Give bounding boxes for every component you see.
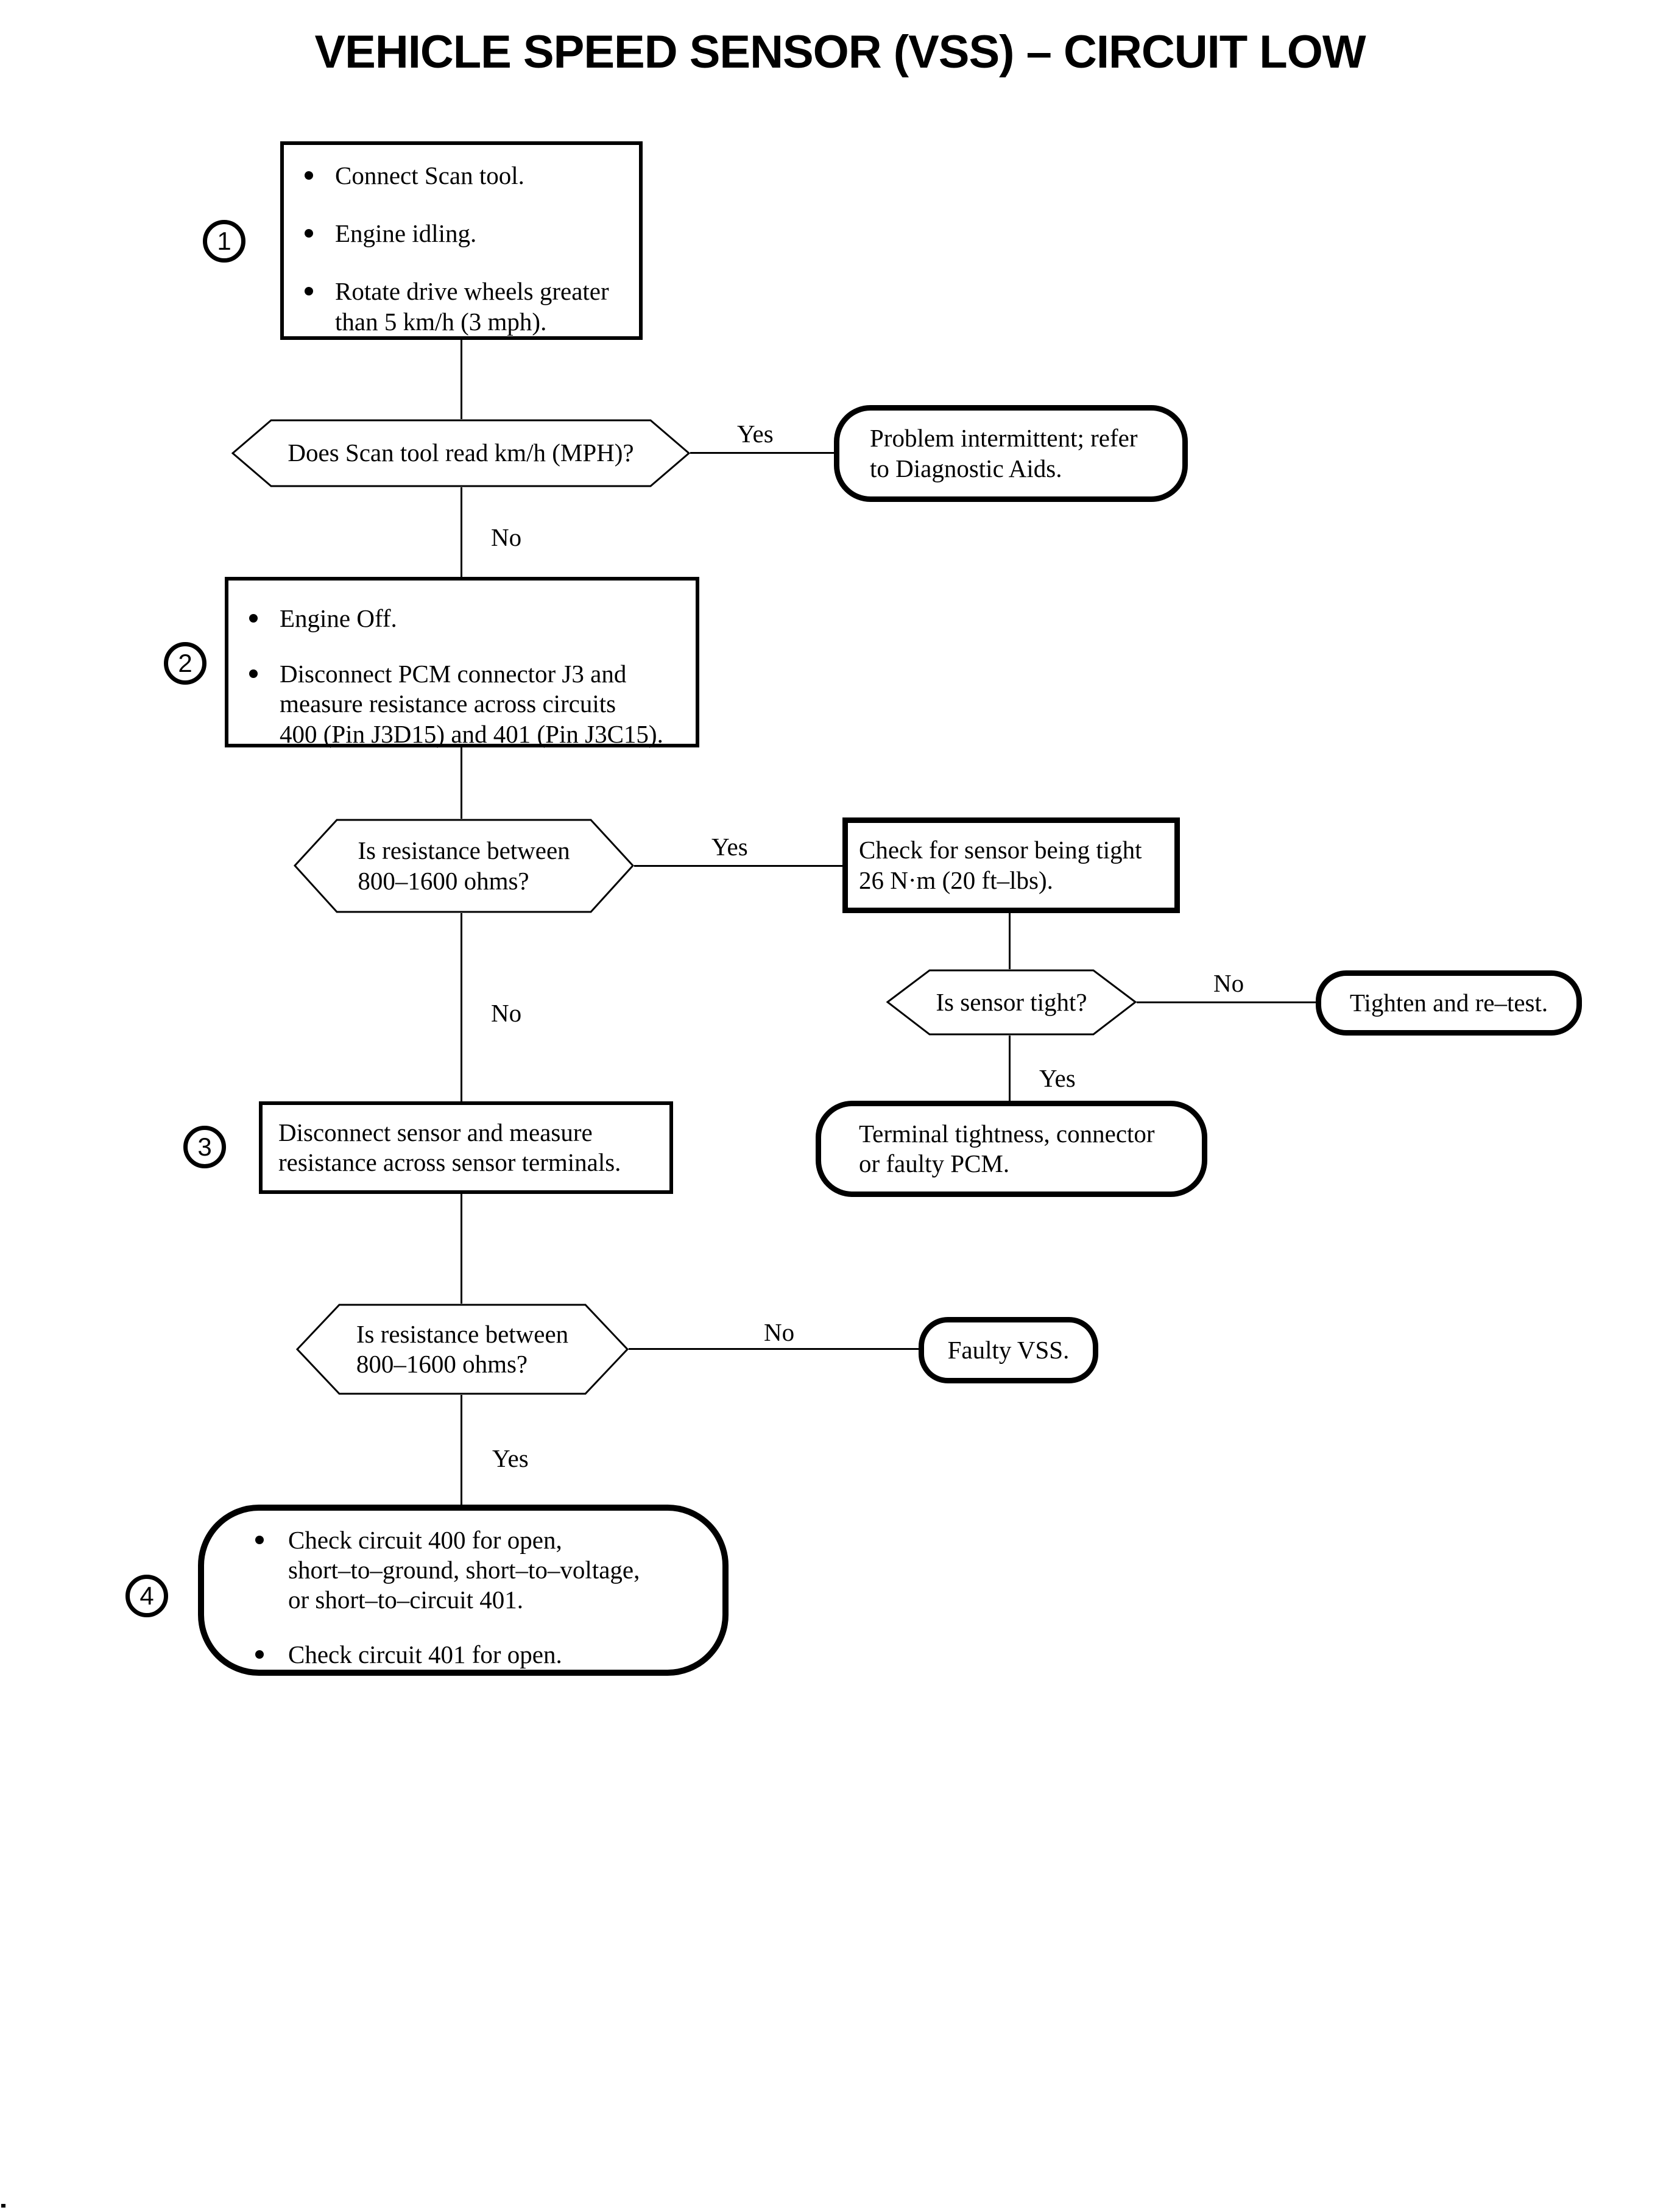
step4-bullet-2: Check circuit 401 for open.	[288, 1640, 562, 1668]
decision-scan-reads-question: Does Scan tool read km/h (MPH)?	[288, 439, 634, 467]
step-number-1: 1	[203, 220, 245, 263]
connector-yes-decision2	[634, 865, 842, 867]
result-tighten-retest-text: Tighten and re–test.	[1349, 988, 1548, 1017]
result-faulty-vss-text: Faulty VSS.	[947, 1335, 1070, 1364]
step-number-3: 3	[183, 1126, 226, 1168]
bullet-icon	[305, 171, 313, 180]
edge-label-yes-4: Yes	[492, 1444, 529, 1472]
edge-label-yes-1: Yes	[737, 420, 774, 448]
action-check-sensor-tight: Check for sensor being tight 26 N·m (20 …	[842, 817, 1180, 913]
list-item: Connect Scan tool.	[305, 161, 629, 191]
edge-label-yes-3: Yes	[1039, 1064, 1076, 1092]
list-item: Engine idling.	[305, 219, 629, 249]
list-item: Check circuit 401 for open.	[255, 1640, 714, 1670]
scan-artifact-dot	[1, 2204, 5, 2208]
bullet-icon	[255, 1536, 264, 1544]
connector-yes-decision1	[690, 452, 834, 454]
edge-label-no-1: No	[491, 523, 522, 551]
page-title: VEHICLE SPEED SENSOR (VSS) – CIRCUIT LOW	[314, 26, 1366, 78]
bullet-icon	[305, 229, 313, 238]
decision-sensor-tight: Is sensor tight?	[886, 969, 1137, 1036]
connector-step2-to-decision2	[461, 747, 462, 819]
list-item: Check circuit 400 for open, short–to–gro…	[255, 1525, 714, 1615]
decision-resistance-pcm-question: Is resistance between 800–1600 ohms?	[358, 836, 570, 895]
hexagon-shape	[294, 819, 634, 913]
list-item: Engine Off.	[249, 604, 687, 634]
hexagon-shape	[231, 419, 690, 487]
result-terminal-tightness-text: Terminal tightness, connector or faulty …	[859, 1119, 1155, 1177]
decision-resistance-sensor-question: Is resistance between 800–1600 ohms?	[356, 1319, 569, 1378]
step1-bullet-2: Engine idling.	[335, 219, 477, 248]
decision-resistance-sensor: Is resistance between 800–1600 ohms?	[296, 1304, 629, 1395]
connector-decision1-to-step2	[461, 487, 462, 577]
connector-step3-to-decision4	[461, 1194, 462, 1304]
bullet-icon	[249, 669, 258, 679]
list-item: Disconnect PCM connector J3 and measure …	[249, 659, 687, 749]
hexagon-shape	[886, 969, 1137, 1036]
step2-box: Engine Off. Disconnect PCM connector J3 …	[225, 577, 699, 749]
result-problem-intermittent-text: Problem intermittent; refer to Diagnosti…	[870, 424, 1138, 482]
connector-no-decision3	[1137, 1001, 1316, 1003]
step1-bullet-1: Connect Scan tool.	[335, 161, 524, 189]
step3-text: Disconnect sensor and measure resistance…	[278, 1118, 621, 1176]
bullet-icon	[249, 614, 258, 623]
step3-box: Disconnect sensor and measure resistance…	[259, 1101, 673, 1194]
result-problem-intermittent: Problem intermittent; refer to Diagnosti…	[834, 405, 1188, 502]
step2-bullet-2: Disconnect PCM connector J3 and measure …	[280, 660, 663, 748]
connector-step1-to-decision1	[461, 340, 462, 419]
decision-sensor-tight-question: Is sensor tight?	[936, 987, 1087, 1016]
step1-box: Connect Scan tool. Engine idling. Rotate…	[280, 141, 643, 340]
step-number-2: 2	[164, 642, 206, 685]
edge-label-yes-2: Yes	[711, 833, 748, 861]
connector-checktight-to-decision3	[1009, 913, 1011, 969]
connector-decision2-to-step3	[461, 913, 462, 1101]
connector-no-decision4	[629, 1348, 919, 1350]
edge-label-no-3: No	[491, 999, 522, 1027]
action-check-sensor-tight-text: Check for sensor being tight 26 N·m (20 …	[859, 836, 1142, 894]
step1-bullet-3: Rotate drive wheels greater than 5 km/h …	[335, 277, 609, 336]
step2-bullet-1: Engine Off.	[280, 604, 397, 632]
step4-box: Check circuit 400 for open, short–to–gro…	[198, 1505, 729, 1676]
bullet-icon	[305, 287, 313, 296]
result-tighten-retest: Tighten and re–test.	[1316, 970, 1582, 1036]
connector-decision3-to-terminal	[1009, 1036, 1011, 1101]
step-number-4: 4	[125, 1575, 168, 1617]
hexagon-shape	[296, 1304, 629, 1395]
bullet-icon	[255, 1650, 264, 1659]
result-terminal-tightness: Terminal tightness, connector or faulty …	[816, 1101, 1207, 1197]
result-faulty-vss: Faulty VSS.	[919, 1317, 1098, 1383]
decision-scan-reads: Does Scan tool read km/h (MPH)?	[231, 419, 690, 487]
edge-label-no-2: No	[1213, 969, 1244, 997]
step4-bullet-1: Check circuit 400 for open, short–to–gro…	[288, 1526, 640, 1614]
connector-decision4-to-step4	[461, 1395, 462, 1505]
decision-resistance-pcm: Is resistance between 800–1600 ohms?	[294, 819, 634, 913]
list-item: Rotate drive wheels greater than 5 km/h …	[305, 277, 629, 336]
edge-label-no-4: No	[764, 1318, 795, 1346]
